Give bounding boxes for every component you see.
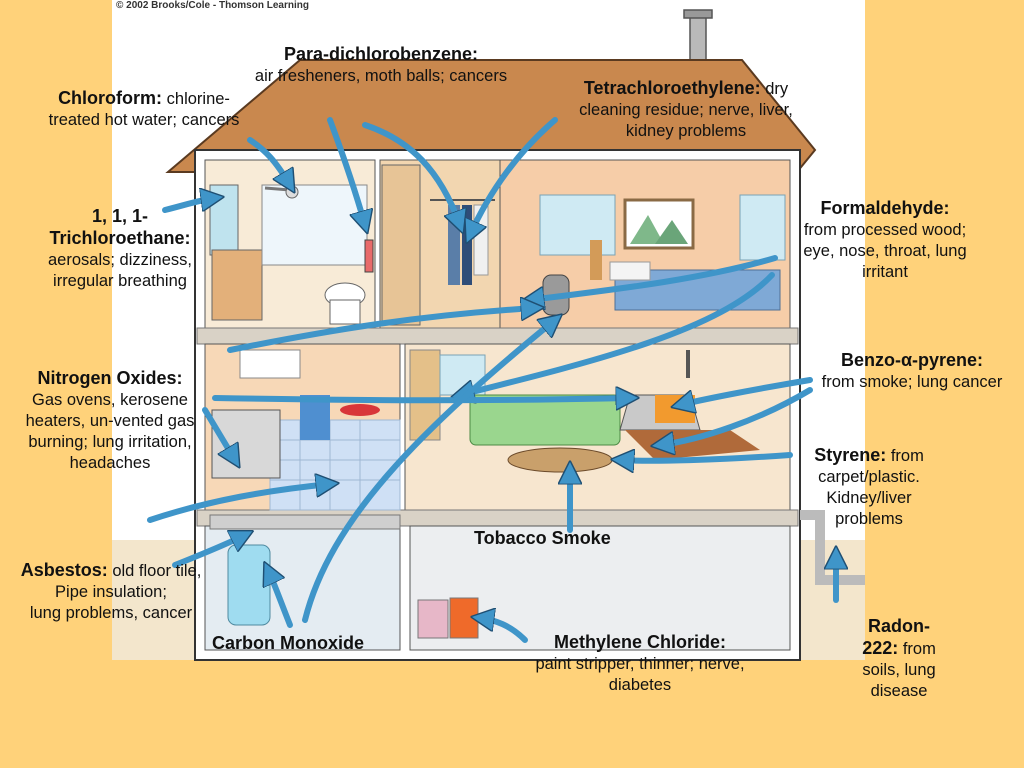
arrow-trichloro <box>162 198 215 213</box>
trichloro-name-2: Trichloroethane: <box>49 228 191 248</box>
tetra-desc: cleaning residue; nerve, liver, kidney p… <box>579 101 793 140</box>
arrow-formaldehyde-1 <box>530 255 778 300</box>
arrow-para <box>327 117 365 225</box>
label-trichloroethane: 1, 1, 1- Trichloroethane: aerosals; dizz… <box>22 206 218 292</box>
arrow-benzo-1 <box>680 377 813 405</box>
arrow-chloroform <box>247 137 290 185</box>
tetra-name: Tetrachloroethylene: <box>583 78 761 98</box>
chloroform-name: Chloroform: <box>58 88 163 108</box>
pollutant-arrows <box>147 117 836 643</box>
arrow-nitrogen-2 <box>202 407 235 460</box>
styrene-desc: carpet/plastic. Kidney/liver problems <box>818 468 920 528</box>
arrow-nitrogen-3 <box>147 484 330 523</box>
label-radon-222: Radon- 222: from soils, lung disease <box>836 616 962 702</box>
label-styrene: Styrene: from carpet/plastic. Kidney/liv… <box>796 445 942 530</box>
arrow-tetra-2 <box>470 117 558 235</box>
label-benzo-a-pyrene: Benzo-α-pyrene: from smoke; lung cancer <box>812 350 1012 393</box>
radon-desc-inline: from <box>902 640 936 658</box>
benzo-desc: from smoke; lung cancer <box>821 373 1003 391</box>
arrow-nitrogen-1 <box>212 398 630 400</box>
label-tobacco-smoke: Tobacco Smoke <box>474 528 611 548</box>
arrow-asbestos <box>172 535 245 568</box>
radon-desc: soils, lung disease <box>862 661 936 700</box>
formaldehyde-desc: from processed wood; eye, nose, throat, … <box>803 221 967 281</box>
chloroform-desc: treated hot water; cancers <box>48 111 240 129</box>
nitrogen-name: Nitrogen Oxides: <box>37 368 183 388</box>
para-name: Para-dichlorobenzene: <box>283 44 479 64</box>
styrene-desc-inline: from <box>890 447 924 465</box>
radon-name-1: Radon- <box>868 616 930 636</box>
label-carbon-monoxide: Carbon Monoxide <box>212 633 364 653</box>
chloroform-desc-inline: chlorine- <box>166 90 230 108</box>
methylene-name: Methylene Chloride: <box>553 632 727 652</box>
arrow-carbon-1 <box>268 570 293 628</box>
asbestos-name: Asbestos: <box>20 560 108 580</box>
label-methylene-chloride: Methylene Chloride: paint stripper, thin… <box>520 632 760 696</box>
styrene-name: Styrene: <box>814 445 887 465</box>
label-asbestos: Asbestos: old floor tile, Pipe insulatio… <box>0 560 222 624</box>
arrow-benzo-2 <box>660 387 813 445</box>
label-formaldehyde: Formaldehyde: from processed wood; eye, … <box>800 198 970 283</box>
asbestos-desc-2: Pipe insulation; <box>55 583 167 601</box>
methylene-desc: paint stripper, thinner; nerve, diabetes <box>535 655 745 694</box>
tetra-desc-inline: dry <box>765 80 789 98</box>
arrow-methylene <box>480 618 528 643</box>
trichloro-desc: aerosals; dizziness, irregular breathing <box>48 251 192 290</box>
arrow-formaldehyde-2 <box>460 272 775 395</box>
formaldehyde-name: Formaldehyde: <box>820 198 950 218</box>
benzo-name: Benzo-α-pyrene: <box>840 350 984 370</box>
trichloro-name-1: 1, 1, 1- <box>91 206 149 226</box>
copyright-notice: © 2002 Brooks/Cole - Thomson Learning <box>116 0 309 11</box>
arrow-carbon-2 <box>302 320 555 623</box>
arrow-formaldehyde-3 <box>227 308 535 353</box>
label-para-dichlorobenzene: Para-dichlorobenzene: air fresheners, mo… <box>250 44 512 87</box>
asbestos-desc-3: lung problems, cancer <box>29 604 193 622</box>
para-desc: air fresheners, moth balls; cancers <box>254 67 508 85</box>
arrow-styrene <box>620 455 793 461</box>
label-tetrachloroethylene: Tetrachloroethylene: dry cleaning residu… <box>555 78 817 142</box>
nitrogen-desc: Gas ovens, kerosene heaters, un-vented g… <box>25 391 195 472</box>
label-chloroform: Chloroform: chlorine- treated hot water;… <box>26 88 262 131</box>
asbestos-desc-inline: old floor tile, <box>112 562 202 580</box>
arrow-tetra-1 <box>362 122 460 225</box>
radon-name-2: 222: <box>862 638 899 658</box>
label-nitrogen-oxides: Nitrogen Oxides: Gas ovens, kerosene hea… <box>4 368 216 474</box>
